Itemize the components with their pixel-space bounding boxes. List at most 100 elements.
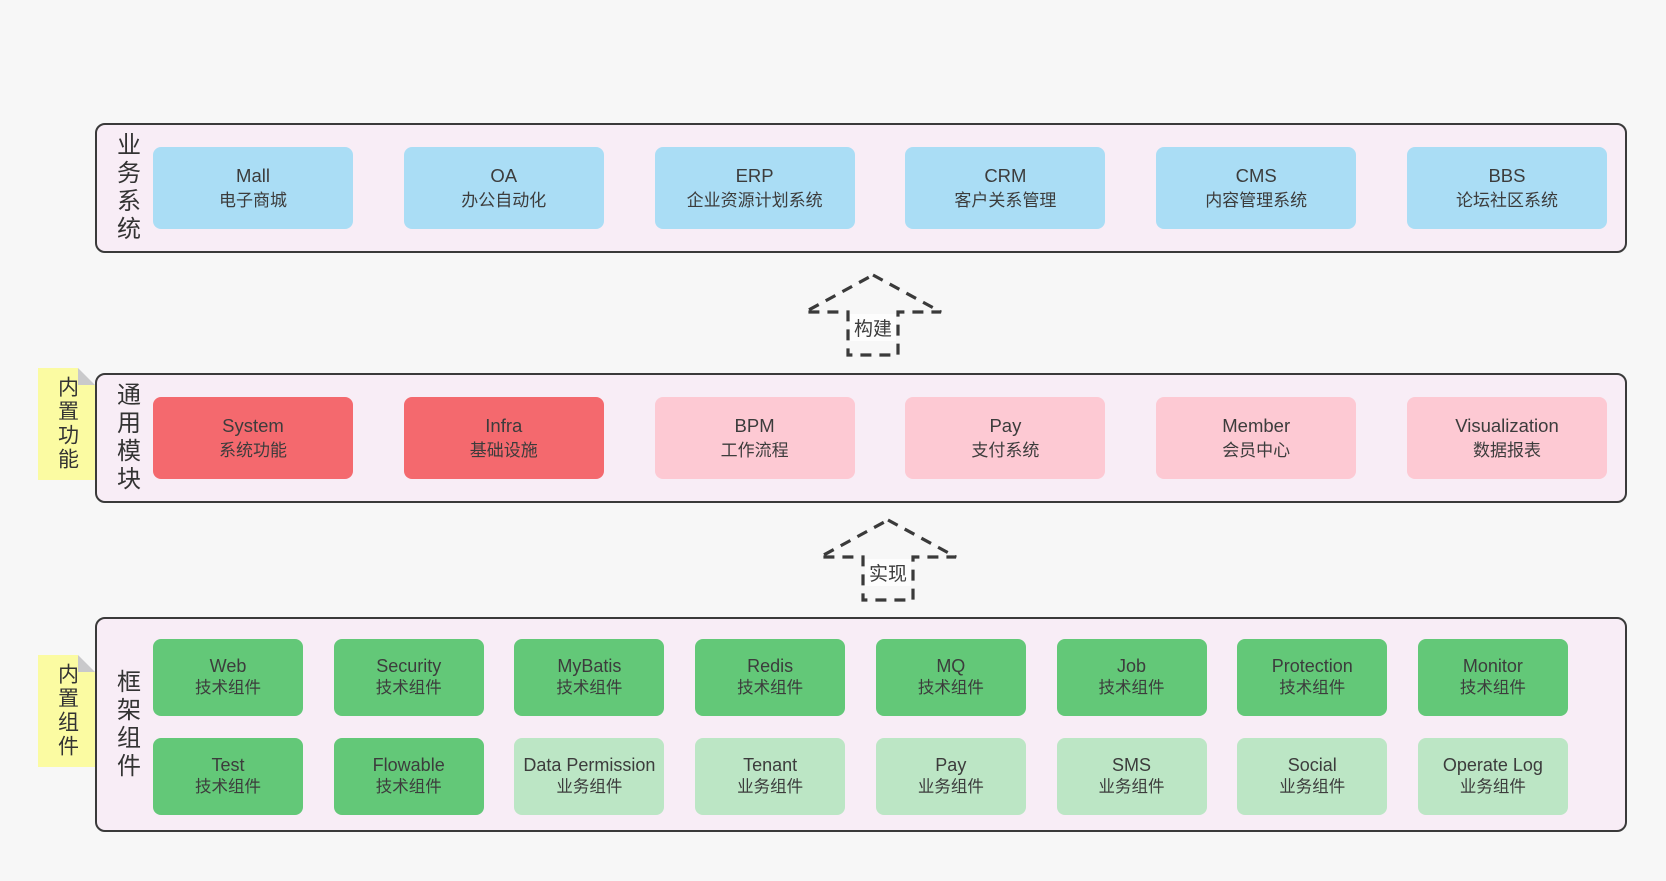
box-subtitle: 业务组件 [737, 778, 804, 797]
box-title: Pay [935, 754, 967, 775]
up-arrow-icon [804, 273, 942, 357]
box-title: CRM [984, 164, 1027, 186]
sticky-note-builtin-components: 内置组件 [38, 655, 95, 767]
box-title: Pay [989, 414, 1022, 436]
panel-business-systems: 业务系统 Mall 电子商城 OA 办公自动化 ERP 企业资源计划系统 CRM… [95, 123, 1627, 253]
box-subtitle: 论坛社区系统 [1455, 190, 1558, 210]
box-subtitle: 技术组件 [195, 778, 261, 797]
box-title: BPM [734, 414, 775, 436]
box-subtitle: 技术组件 [375, 778, 442, 797]
box-flowable: Flowable 技术组件 [333, 738, 484, 815]
box-job: Job 技术组件 [1056, 639, 1207, 716]
panel-label-framework-components: 框架组件 [112, 668, 140, 781]
box-subtitle: 数据报表 [1472, 440, 1541, 460]
box-subtitle: 业务组件 [1098, 778, 1165, 797]
box-title: Test [211, 754, 245, 775]
components-grid: Web 技术组件 Security 技术组件 MyBatis 技术组件 Redi… [153, 639, 1568, 815]
box-title: Social [1287, 754, 1337, 775]
modules-box-row: System 系统功能 Infra 基础设施 BPM 工作流程 Pay 支付系统… [153, 375, 1607, 501]
box-subtitle: 技术组件 [917, 679, 984, 698]
box-title: Operate Log [1442, 754, 1543, 775]
box-mybatis: MyBatis 技术组件 [514, 639, 665, 716]
panel-common-modules: 通用模块 System 系统功能 Infra 基础设施 BPM 工作流程 Pay… [95, 373, 1627, 503]
box-tenant: Tenant 业务组件 [695, 738, 846, 815]
box-subtitle: 客户关系管理 [954, 190, 1057, 210]
panel-label-business-systems: 业务系统 [112, 132, 140, 244]
panel-label-common-modules: 通用模块 [112, 382, 140, 494]
box-title: Job [1117, 655, 1147, 676]
arrow-implement-label: 实现 [864, 559, 912, 586]
box-subtitle: 技术组件 [375, 679, 442, 698]
panel-framework-components: 框架组件 Web 技术组件 Security 技术组件 MyBatis 技术组件… [95, 617, 1627, 832]
box-subtitle: 技术组件 [195, 679, 261, 698]
box-title: Visualization [1455, 414, 1559, 436]
sticky-note-label: 内置功能 [55, 376, 79, 472]
box-title: Member [1222, 414, 1291, 436]
arrow-build-label: 构建 [849, 314, 897, 341]
business-box-row: Mall 电子商城 OA 办公自动化 ERP 企业资源计划系统 CRM 客户关系… [153, 125, 1607, 251]
box-social: Social 业务组件 [1237, 738, 1388, 815]
box-subtitle: 会员中心 [1222, 440, 1291, 460]
box-title: ERP [735, 164, 774, 186]
box-title: Mall [236, 164, 270, 186]
box-sms: SMS 业务组件 [1056, 738, 1207, 815]
box-subtitle: 基础设施 [469, 440, 538, 460]
box-visualization: Visualization 数据报表 [1406, 397, 1607, 479]
box-security: Security 技术组件 [333, 639, 484, 716]
box-oa: OA 办公自动化 [403, 147, 604, 229]
box-subtitle: 业务组件 [1279, 778, 1346, 797]
box-system: System 系统功能 [153, 397, 353, 479]
box-mq: MQ 技术组件 [875, 639, 1026, 716]
box-title: MQ [936, 655, 966, 676]
sticky-note-label: 内置组件 [55, 663, 79, 759]
components-row-2: Test 技术组件 Flowable 技术组件 Data Permission … [153, 738, 1568, 815]
box-subtitle: 技术组件 [1459, 679, 1526, 698]
box-title: BBS [1488, 164, 1526, 186]
box-crm: CRM 客户关系管理 [905, 147, 1106, 229]
box-title: Monitor [1462, 655, 1523, 676]
box-subtitle: 工作流程 [720, 440, 789, 460]
box-title: Protection [1271, 655, 1353, 676]
box-subtitle: 技术组件 [737, 679, 804, 698]
box-monitor: Monitor 技术组件 [1417, 639, 1568, 716]
box-subtitle: 技术组件 [1098, 679, 1165, 698]
box-pay-system: Pay 支付系统 [905, 397, 1106, 479]
box-title: Data Permission [523, 754, 656, 775]
box-title: Infra [485, 414, 523, 436]
box-title: OA [490, 164, 518, 186]
box-title: SMS [1112, 754, 1152, 775]
box-subtitle: 业务组件 [917, 778, 984, 797]
box-test: Test 技术组件 [153, 738, 303, 815]
box-erp: ERP 企业资源计划系统 [654, 147, 855, 229]
box-subtitle: 办公自动化 [461, 190, 547, 210]
up-arrow-icon [819, 518, 957, 602]
box-bpm: BPM 工作流程 [654, 397, 855, 479]
box-bbs: BBS 论坛社区系统 [1406, 147, 1607, 229]
box-operate-log: Operate Log 业务组件 [1417, 738, 1568, 815]
components-row-1: Web 技术组件 Security 技术组件 MyBatis 技术组件 Redi… [153, 639, 1568, 716]
box-title: CMS [1235, 164, 1277, 186]
box-title: Redis [747, 655, 794, 676]
box-pay-component: Pay 业务组件 [875, 738, 1026, 815]
arrow-build: 构建 [798, 272, 948, 358]
box-title: System [222, 414, 284, 436]
box-subtitle: 内容管理系统 [1205, 190, 1308, 210]
box-title: Security [376, 655, 442, 676]
box-subtitle: 系统功能 [219, 440, 287, 460]
box-subtitle: 技术组件 [1279, 679, 1346, 698]
box-subtitle: 技术组件 [556, 679, 623, 698]
box-title: MyBatis [557, 655, 622, 676]
box-title: Web [209, 655, 247, 676]
box-subtitle: 电子商城 [219, 190, 287, 210]
box-web: Web 技术组件 [153, 639, 303, 716]
box-subtitle: 业务组件 [556, 778, 623, 797]
box-subtitle: 企业资源计划系统 [686, 190, 823, 210]
arrow-implement: 实现 [813, 517, 963, 603]
box-mall: Mall 电子商城 [153, 147, 353, 229]
box-subtitle: 业务组件 [1459, 778, 1526, 797]
box-protection: Protection 技术组件 [1237, 639, 1388, 716]
box-redis: Redis 技术组件 [695, 639, 846, 716]
box-title: Flowable [372, 754, 445, 775]
box-member: Member 会员中心 [1156, 397, 1357, 479]
